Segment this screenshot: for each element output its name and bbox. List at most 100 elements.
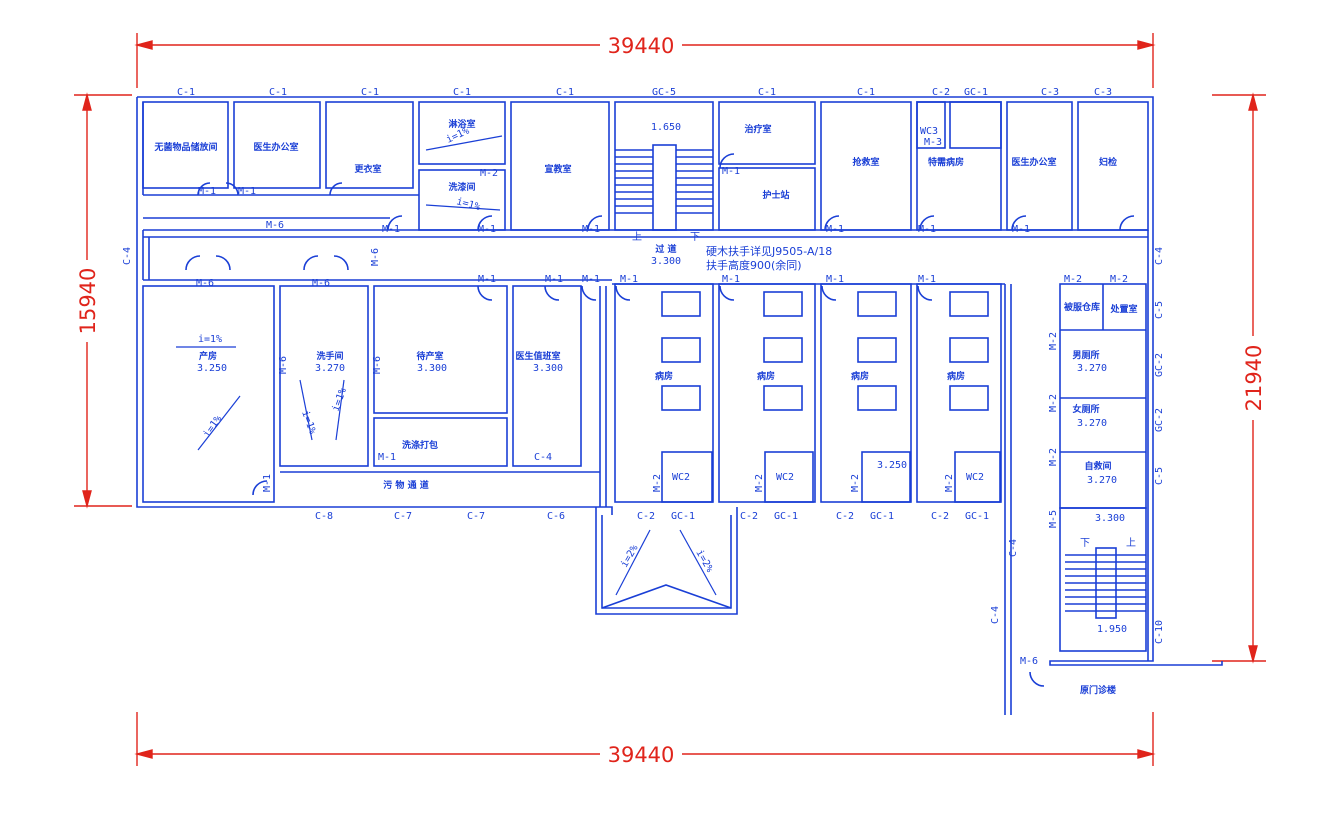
dimension-lines: [74, 33, 1266, 766]
window-label: GC-5: [652, 87, 676, 98]
elevation: 3.300: [651, 256, 681, 267]
window-label: C-2: [931, 511, 949, 522]
window-label: C-4: [990, 606, 1001, 624]
door-label: M-2: [480, 168, 498, 179]
room-ward: 病房: [655, 370, 673, 382]
window-label: C-1: [857, 87, 875, 98]
door-label: M-2: [850, 474, 861, 492]
room-corridor: 过 道: [655, 243, 676, 255]
window-label: C-5: [1154, 467, 1165, 485]
door-label: M-6: [196, 278, 214, 289]
bottom-dimension: 39440: [608, 743, 675, 767]
door-label: M-6: [370, 248, 381, 266]
window-label: C-7: [394, 511, 412, 522]
door-label: M-1: [918, 224, 936, 235]
walls: [136, 96, 1223, 715]
handrail-note-1: 硬木扶手详见J9505-A/18: [706, 244, 832, 258]
room-women-toilet: 女厕所: [1072, 403, 1099, 415]
stair-down: 下: [690, 232, 700, 243]
slope-label: i=1%: [330, 387, 349, 413]
door-label: M-2: [944, 474, 955, 492]
door-label: M-1: [918, 274, 936, 285]
room-ward: 病房: [947, 370, 965, 382]
room-demo: 宣教室: [544, 163, 571, 175]
door-label: M-1: [722, 166, 740, 177]
door-label: M-1: [1012, 224, 1030, 235]
window-label: GC-1: [870, 511, 894, 522]
window-label: C-4: [122, 247, 133, 265]
window-label: C-1: [453, 87, 471, 98]
window-label: C-1: [758, 87, 776, 98]
window-label: GC-1: [964, 87, 988, 98]
room-men-toilet: 男厕所: [1072, 349, 1099, 361]
window-label: C-10: [1154, 620, 1165, 644]
elevation: 3.300: [533, 363, 563, 374]
door-label: M-1: [582, 274, 600, 285]
elevation: 3.300: [1095, 513, 1125, 524]
door-label: M-2: [1064, 274, 1082, 285]
window-label: GC-1: [774, 511, 798, 522]
right-dimension: 21940: [1242, 345, 1266, 412]
room-ward: 病房: [851, 370, 869, 382]
door-label: M-2: [754, 474, 765, 492]
room-outpatient: 原门诊楼: [1080, 684, 1116, 696]
window-label: C-4: [1154, 247, 1165, 265]
slope-label: i=1%: [455, 196, 481, 213]
door-label: WC2: [672, 472, 690, 483]
door-label: M-1: [722, 274, 740, 285]
room-gynecology: 妇检: [1098, 156, 1117, 168]
door-label: M-2: [1048, 332, 1059, 350]
door-label: WC3: [920, 126, 938, 137]
room-special-ward: 特需病房: [928, 156, 964, 168]
room-disposal: 处置室: [1109, 303, 1137, 315]
door-label: M-1: [478, 224, 496, 235]
elevation: 3.250: [197, 363, 227, 374]
room-wash-pack: 洗涤打包: [402, 439, 438, 451]
room-rescue: 抢救室: [852, 156, 879, 168]
elevation: 3.250: [877, 460, 907, 471]
door-label: WC2: [966, 472, 984, 483]
room-changing: 更衣室: [354, 163, 381, 175]
window-label: C-2: [932, 87, 950, 98]
window-label: GC-1: [671, 511, 695, 522]
door-label: M-6: [312, 278, 330, 289]
window-label: C-2: [836, 511, 854, 522]
door-label: M-1: [826, 274, 844, 285]
window-label: C-3: [1041, 87, 1059, 98]
handrail-notes: 硬木扶手详见J9505-A/18 扶手高度900(余同): [706, 244, 832, 272]
elevation: 3.270: [1077, 418, 1107, 429]
window-label: C-2: [637, 511, 655, 522]
window-label: C-3: [1094, 87, 1112, 98]
door-label: M-1: [198, 186, 216, 197]
stair-up: 上: [632, 231, 642, 243]
slope-label: i=1%: [299, 409, 318, 435]
door-label: M-6: [1020, 656, 1038, 667]
room-clean-storage: 被服仓库: [1064, 301, 1100, 313]
room-doctor-duty: 医生值班室: [515, 350, 560, 362]
slope-label: i=1%: [201, 414, 224, 440]
room-nurse-station: 护士站: [762, 189, 789, 201]
window-label: GC-1: [965, 511, 989, 522]
door-label: M-1: [238, 186, 256, 197]
door-label: M-2: [1110, 274, 1128, 285]
left-dimension: 15940: [76, 268, 100, 335]
door-label: M-2: [1048, 448, 1059, 466]
window-label: C-8: [315, 511, 333, 522]
room-doctor-office-1: 医生办公室: [253, 141, 298, 153]
window-label: C-1: [556, 87, 574, 98]
door-label: M-1: [478, 274, 496, 285]
slope-label: i=2%: [619, 543, 641, 569]
door-label: M-1: [620, 274, 638, 285]
window-label: GC-2: [1154, 353, 1165, 377]
door-label: M-1: [382, 224, 400, 235]
door-label: M-6: [278, 356, 289, 374]
stair-down: 下: [1080, 538, 1090, 549]
stair-up: 上: [1126, 537, 1136, 549]
door-label: M-2: [1048, 394, 1059, 412]
room-shower: 淋浴室: [448, 118, 475, 130]
elevation: 1.650: [651, 122, 681, 133]
window-label: C-4: [1008, 539, 1019, 557]
door-label: M-6: [372, 356, 383, 374]
room-ward: 病房: [757, 370, 775, 382]
